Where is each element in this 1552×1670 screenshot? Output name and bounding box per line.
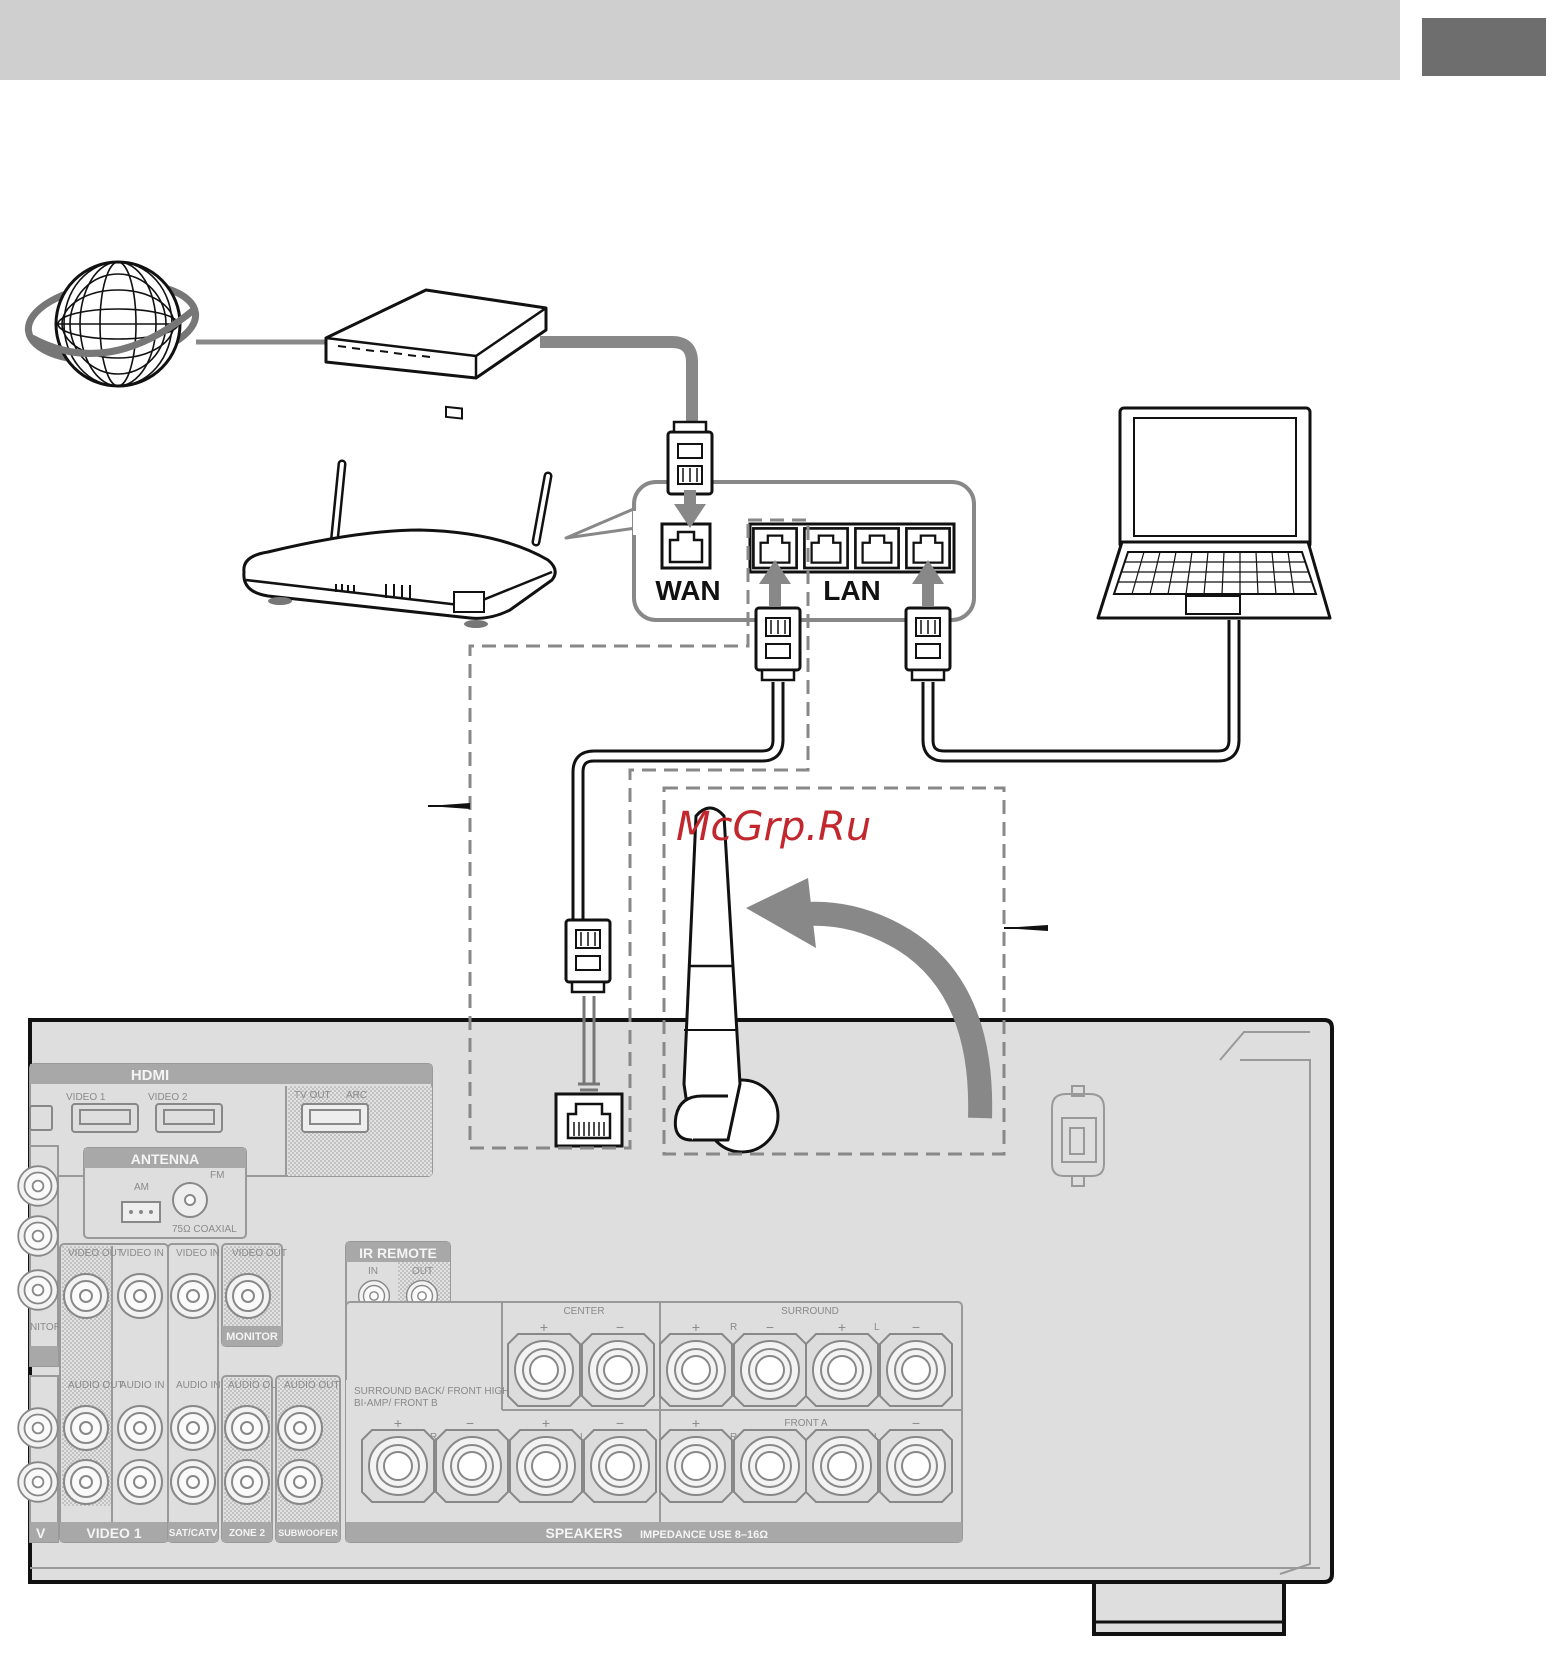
internet-globe-icon [24,260,200,388]
wireless-router-icon [242,459,557,628]
zone2-label: ZONE 2 [229,1528,266,1539]
wireless-antenna-icon [673,806,780,1154]
hdmi-title: HDMI [131,1067,169,1084]
sat-catv-label: SAT/CATV [169,1528,218,1539]
plus-label: + [394,1415,402,1431]
surround-back-label-line1: SURROUND BACK/ FRONT HIGH/ [354,1386,512,1397]
lan-port-2-icon [803,527,849,570]
wan-port-icon [660,522,712,570]
down-arrow-icon [674,490,706,528]
video-in-label: VIDEO IN [120,1248,164,1259]
wan-cable-plug [666,420,714,496]
ir-in-label: IN [368,1266,378,1277]
subwoofer-label: SUBWOOFER [278,1528,338,1538]
lan-cable-plug-computer [904,606,952,682]
speakers-impedance-label: IMPEDANCE USE 8–16Ω [640,1529,768,1541]
rotate-arrow-icon [786,901,993,1119]
computer-lan-cable [921,620,1241,763]
plus-label: + [542,1415,550,1431]
modem-icon [324,288,548,420]
sat-audio-in-label: AUDIO IN [176,1380,220,1391]
antenna-coaxial-label: 75Ω COAXIAL [172,1224,237,1235]
surround-back-label-line2: BI-AMP/ FRONT B [354,1398,438,1409]
video1-group-label: VIDEO 1 [86,1525,141,1541]
receiver-rear-panel: HDMI VIDEO 1 VIDEO 2 TV OUT ARC NITOR UT [17,1018,1334,1636]
minus-label: − [912,1319,920,1335]
rotate-arrowhead-icon [746,878,816,948]
audio-in-label: AUDIO IN [120,1380,164,1391]
surround-label: SURROUND [781,1306,839,1317]
sat-video-in-label: VIDEO IN [176,1248,220,1259]
receiver-lan-cable [571,682,785,920]
minus-label: − [912,1415,920,1431]
laptop-computer-icon [1096,406,1332,620]
antenna-section: ANTENNA AM FM 75Ω COAXIAL [83,1147,247,1239]
antenna-title: ANTENNA [131,1151,199,1167]
header-tab [1422,18,1546,76]
plus-label: + [692,1319,700,1335]
hdmi-arc-label: ARC [346,1090,367,1101]
center-label: CENTER [563,1306,604,1317]
plus-label: + [838,1319,846,1335]
minus-label: − [766,1319,774,1335]
lan-port-3-icon [854,527,900,570]
tv-partial-label: V [36,1525,46,1541]
lan-cable-plug-receiver [754,606,802,682]
av-jack-columns: VIDEO 1 VIDEO OUT VIDEO IN AUDIO OUT AUD… [17,1243,341,1543]
monitor-label: MONITOR [226,1331,278,1343]
up-arrow-icon [759,560,791,606]
l-label: L [874,1432,880,1443]
router-port-callout: WAN LAN [632,480,976,622]
minus-label: − [466,1415,474,1431]
minus-label: − [616,1319,624,1335]
plus-label: + [692,1415,700,1431]
r-label: R [730,1322,737,1333]
antenna-fm-label: FM [210,1170,224,1181]
speakers-section: SPEAKERS IMPEDANCE USE 8–16Ω CENTER SURR… [345,1301,963,1543]
r-label: R [730,1432,737,1443]
receiver-lan-plug [564,918,612,994]
callout-pointer [564,506,638,540]
ir-out-label: OUT [412,1266,433,1277]
audio-out-label: AUDIO OUT [68,1380,124,1391]
subwoofer-audio-out-label: AUDIO OUT [284,1380,340,1391]
monitor-out-partial-label: NITOR UT [30,1322,77,1333]
front-a-label: FRONT A [784,1418,827,1429]
receiver-lan-port-icon [554,1092,624,1148]
up-arrow-icon [912,560,944,606]
hdmi-video2-label: VIDEO 2 [148,1092,188,1103]
antenna-am-label: AM [134,1182,149,1193]
watermark-text: McGrp.Ru [676,804,871,850]
plus-label: + [540,1319,548,1335]
wan-cable [540,336,698,430]
l-label: L [580,1432,586,1443]
dashed-callouts [468,518,1006,1156]
lan-label: LAN [823,575,881,606]
ir-remote-title: IR REMOTE [359,1245,437,1261]
video-out-label: VIDEO OUT [68,1248,123,1259]
minus-label: − [616,1415,624,1431]
r-label: R [430,1432,437,1443]
header-bar [0,0,1400,80]
monitor-video-out-label: VIDEO OUT [232,1248,287,1259]
zone2-audio-out-label: AUDIO OUT [228,1380,284,1391]
hdmi-tv-out-label: TV OUT [294,1090,331,1101]
power-inlet-icon [1051,1085,1105,1187]
hdmi-video1-label: VIDEO 1 [66,1092,106,1103]
wan-label: WAN [655,575,720,606]
l-label: L [874,1322,880,1333]
speakers-title: SPEAKERS [545,1525,622,1541]
